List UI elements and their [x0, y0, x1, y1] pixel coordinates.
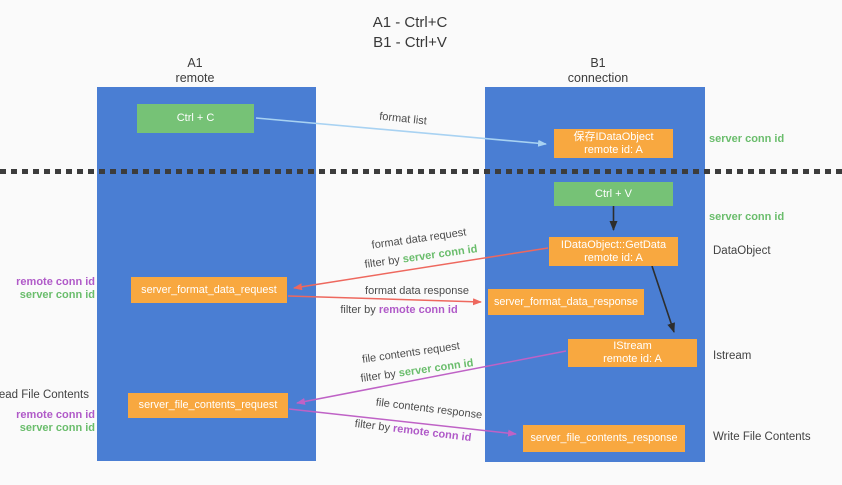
node-save-idataobject-line2: remote id: A — [584, 143, 643, 156]
node-ctrl-c: Ctrl + C — [137, 104, 254, 133]
lane-a1-name: A1 — [187, 56, 203, 70]
server-conn-id-text: server conn id — [402, 243, 479, 266]
remote-conn-id-text: remote conn id — [378, 304, 458, 316]
node-ctrl-v-label: Ctrl + V — [595, 187, 632, 200]
lane-header-b1: B1 connection — [568, 56, 628, 86]
filter-by-text: filter by — [354, 417, 391, 435]
node-file-response-label: server_file_contents_response — [530, 432, 678, 444]
node-getdata-line2: remote id: A — [584, 251, 643, 264]
node-save-idataobject: 保存IDataObject remote id: A — [554, 129, 673, 158]
right-label-server-conn-id-1: server conn id — [709, 133, 785, 145]
node-ctrl-c-label: Ctrl + C — [176, 112, 215, 124]
left-conn-id-group-2: remote conn id server conn id — [16, 409, 95, 435]
page-title: A1 - Ctrl+C B1 - Ctrl+V — [373, 13, 448, 53]
right-label-write-file-contents: Write File Contents — [713, 431, 811, 443]
right-label-dataobject: DataObject — [713, 245, 771, 257]
right-label-istream: Istream — [713, 350, 752, 362]
filter-by-text: filter by — [359, 368, 397, 385]
left-remote-conn-id-1: remote conn id — [16, 276, 95, 288]
left-server-conn-id-2: server conn id — [19, 422, 95, 434]
flow-label-format-data-response: format data response — [365, 285, 469, 297]
node-server-file-contents-response: server_file_contents_response — [523, 425, 685, 452]
flow-label-filter-remote-2: filter by remote conn id — [354, 418, 472, 444]
lane-b1-subtitle: connection — [567, 71, 629, 85]
node-istream-line1: IStream — [613, 340, 652, 352]
flow-label-filter-remote-1: filter by remote conn id — [340, 304, 457, 316]
right-label-server-conn-id-2: server conn id — [709, 211, 785, 223]
flow-label-format-list: format list — [378, 110, 428, 128]
node-istream-line2: remote id: A — [603, 353, 662, 365]
lane-a1-subtitle: remote — [175, 71, 215, 85]
node-ctrl-v: Ctrl + V — [554, 182, 673, 206]
copy-paste-divider — [0, 169, 842, 174]
title-line-1: A1 - Ctrl+C — [372, 14, 448, 31]
node-format-response-label: server_format_data_response — [493, 295, 639, 308]
node-server-format-data-request: server_format_data_request — [131, 277, 287, 303]
lane-b1-name: B1 — [590, 56, 606, 70]
filter-by-text: filter by — [340, 304, 376, 316]
node-format-request-label: server_format_data_request — [141, 283, 277, 296]
server-conn-id-text: server conn id — [398, 357, 475, 380]
node-server-format-data-response: server_format_data_response — [488, 289, 644, 315]
lane-header-a1: A1 remote — [176, 56, 215, 86]
node-file-request-label: server_file_contents_request — [138, 399, 278, 411]
filter-by-text: filter by — [363, 254, 401, 271]
title-line-2: B1 - Ctrl+V — [373, 34, 447, 51]
node-istream: IStream remote id: A — [568, 339, 697, 367]
left-label-read-file-contents: Read File Contents — [0, 389, 89, 401]
node-server-file-contents-request: server_file_contents_request — [128, 393, 288, 418]
left-conn-id-group-1: remote conn id server conn id — [16, 276, 95, 302]
left-server-conn-id-1: server conn id — [19, 289, 95, 301]
node-idataobject-getdata: IDataObject::GetData remote id: A — [549, 237, 678, 266]
node-getdata-line1: IDataObject::GetData — [560, 238, 667, 251]
flow-label-file-contents-response: file contents response — [375, 396, 483, 422]
node-save-idataobject-line1: 保存IDataObject — [573, 130, 654, 143]
remote-conn-id-text: remote conn id — [392, 422, 472, 445]
left-remote-conn-id-2: remote conn id — [16, 409, 95, 421]
